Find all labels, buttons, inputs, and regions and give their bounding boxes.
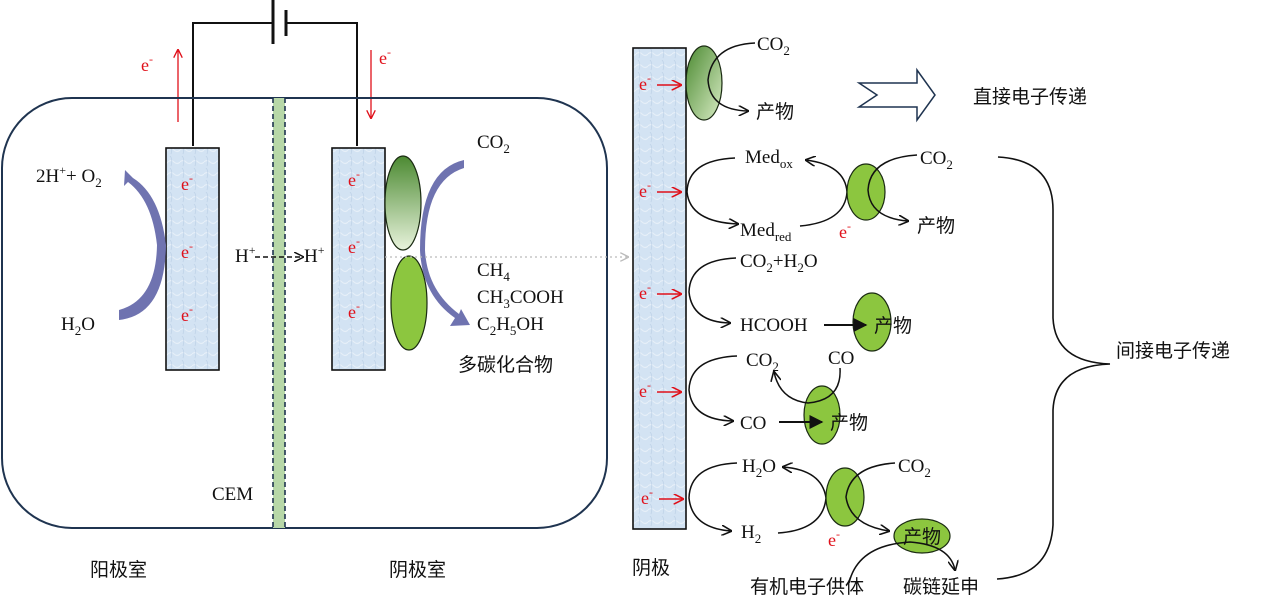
svg-text:e-: e-	[641, 485, 653, 508]
svg-text:CO: CO	[828, 348, 854, 369]
cathode-detail-label: 阴极	[632, 557, 670, 579]
svg-text:e-: e-	[639, 378, 651, 401]
product-blob	[893, 518, 951, 554]
svg-text:e-: e-	[181, 171, 193, 194]
microbe-dark	[384, 155, 422, 251]
microbe-mediator	[846, 163, 886, 221]
svg-text:e-: e-	[181, 239, 193, 262]
proton-left-label: H+	[235, 243, 256, 267]
svg-text:e-: e-	[839, 219, 851, 242]
svg-text:e-: e-	[181, 302, 193, 325]
microbe-formate	[852, 292, 892, 352]
anode-chamber-label: 阳极室	[90, 559, 147, 581]
pathway-mediator: Medox Medred CO2 产物 e-	[686, 147, 955, 244]
svg-text:CO2+H2O: CO2+H2O	[740, 251, 818, 275]
pathway-formate: CO2+H2O HCOOH 产物	[688, 251, 912, 352]
cathode-electrons: e- e- e-	[348, 167, 360, 322]
product-acetic-acid: CH3COOH	[477, 287, 564, 311]
anode-reaction-arrow	[119, 170, 166, 320]
svg-text:Medox: Medox	[745, 147, 793, 171]
wire-electron-right: e-	[379, 45, 391, 68]
direct-transfer-label: 直接电子传递	[973, 86, 1087, 108]
microbe-light	[390, 255, 428, 351]
svg-text:CO2: CO2	[746, 350, 779, 374]
anode-electrons: e- e- e-	[181, 171, 193, 325]
cathode-products: CH4 CH3COOH C2H5OH	[477, 260, 564, 338]
anode-product-label: 2H++ O2	[36, 163, 102, 190]
cathode-co2-label: CO2	[477, 132, 510, 156]
indirect-transfer-label: 间接电子传递	[1116, 340, 1230, 362]
circuit-wire	[192, 22, 358, 146]
svg-text:CO2: CO2	[757, 34, 790, 58]
cathode-chamber-label: 阴极室	[389, 559, 446, 581]
microbe-hydrogen	[825, 467, 865, 527]
proton-right-label: H+	[304, 243, 325, 267]
multi-carbon-label: 多碳化合物	[458, 354, 553, 376]
svg-text:CO2: CO2	[920, 148, 953, 172]
svg-text:产物: 产物	[917, 215, 955, 237]
svg-text:产物: 产物	[903, 526, 941, 548]
svg-text:e-: e-	[639, 178, 651, 201]
wire-electron-left: e-	[141, 52, 153, 75]
svg-text:e-: e-	[639, 71, 651, 94]
anode-reactant-label: H2O	[61, 314, 95, 338]
cation-exchange-membrane	[273, 98, 285, 528]
product-ethanol: C2H5OH	[477, 314, 544, 338]
svg-text:e-: e-	[639, 280, 651, 303]
pathway-co: CO2 CO CO 产物	[688, 348, 868, 445]
svg-text:H2O: H2O	[742, 456, 776, 480]
chain-elongation-label: 碳链延申	[903, 576, 979, 598]
svg-text:Medred: Medred	[740, 220, 792, 244]
svg-text:产物: 产物	[830, 412, 868, 434]
cathode-detail-electrode	[632, 47, 687, 530]
cathode-reaction-arrow	[420, 160, 470, 326]
product-ch4: CH4	[477, 260, 510, 284]
svg-text:产物: 产物	[874, 315, 912, 337]
pathway-hydrogen: H2O H2 CO2 e- 产物 有机电子供体 碳链延申	[688, 456, 979, 598]
svg-text:HCOOH: HCOOH	[740, 315, 808, 336]
svg-text:e-: e-	[828, 527, 840, 550]
electron-input-arrows: e- e- e- e- e-	[639, 71, 683, 508]
reactor-chamber	[1, 97, 608, 529]
svg-text:e-: e-	[348, 167, 360, 190]
organic-donor-label: 有机电子供体	[750, 576, 864, 598]
svg-text:H2: H2	[741, 522, 761, 546]
svg-text:e-: e-	[348, 234, 360, 257]
svg-text:e-: e-	[348, 299, 360, 322]
anode-electrode	[165, 147, 220, 371]
svg-text:产物: 产物	[756, 101, 794, 123]
indirect-brace	[996, 156, 1111, 580]
svg-text:CO: CO	[740, 413, 766, 434]
direct-transfer-arrow	[856, 67, 936, 123]
svg-text:CO2: CO2	[898, 456, 931, 480]
pathway-direct: CO2 产物	[685, 34, 794, 123]
membrane-label: CEM	[212, 484, 253, 505]
cathode-electrode	[331, 147, 386, 371]
